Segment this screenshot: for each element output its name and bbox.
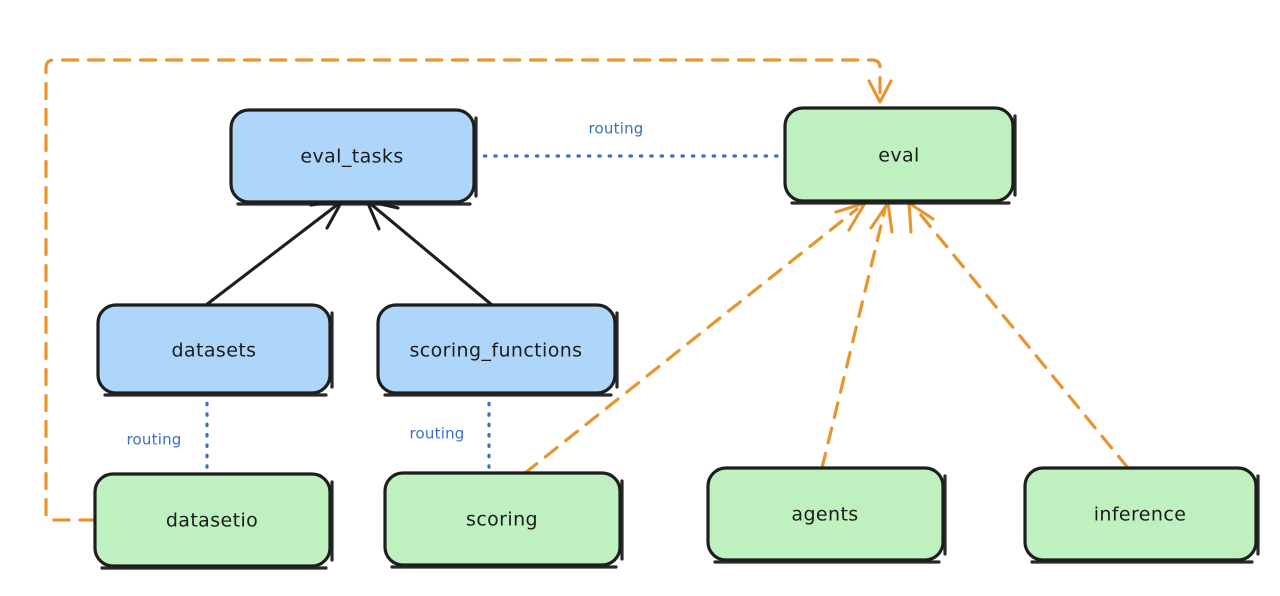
node-label-eval: eval (878, 145, 919, 167)
edge-scoring_functions-to-eval_tasks (365, 199, 494, 307)
node-eval_tasks[interactable]: eval_tasks (229, 108, 478, 206)
edge-inference-to-eval (907, 201, 1130, 470)
edge-label-routing-scoring_functions-scoring: routing (410, 425, 465, 443)
edge-labels-layer: routing routing routing (127, 120, 644, 449)
edge-label-routing-datasets-datasetio: routing (127, 431, 182, 449)
node-label-inference: inference (1094, 504, 1187, 526)
node-label-eval_tasks: eval_tasks (300, 146, 403, 168)
edge-label-routing-eval_tasks-eval: routing (589, 120, 644, 138)
nodes-layer: eval_tasks eval datasets scoring_functio… (93, 106, 1260, 570)
node-scoring_functions[interactable]: scoring_functions (376, 303, 619, 397)
edge-agents-to-eval (820, 201, 894, 470)
node-agents[interactable]: agents (706, 466, 947, 564)
node-label-scoring_functions: scoring_functions (410, 340, 583, 362)
node-scoring[interactable]: scoring (383, 471, 624, 569)
node-label-datasets: datasets (172, 340, 257, 362)
edge-datasetio-to-eval (44, 58, 893, 522)
node-datasets[interactable]: datasets (96, 303, 334, 397)
node-label-datasetio: datasetio (166, 510, 258, 532)
node-eval[interactable]: eval (783, 106, 1017, 205)
edge-datasets-to-eval_tasks (204, 199, 344, 307)
node-datasetio[interactable]: datasetio (93, 472, 334, 570)
node-label-scoring: scoring (466, 509, 538, 531)
node-label-agents: agents (791, 504, 858, 526)
node-inference[interactable]: inference (1023, 466, 1260, 564)
